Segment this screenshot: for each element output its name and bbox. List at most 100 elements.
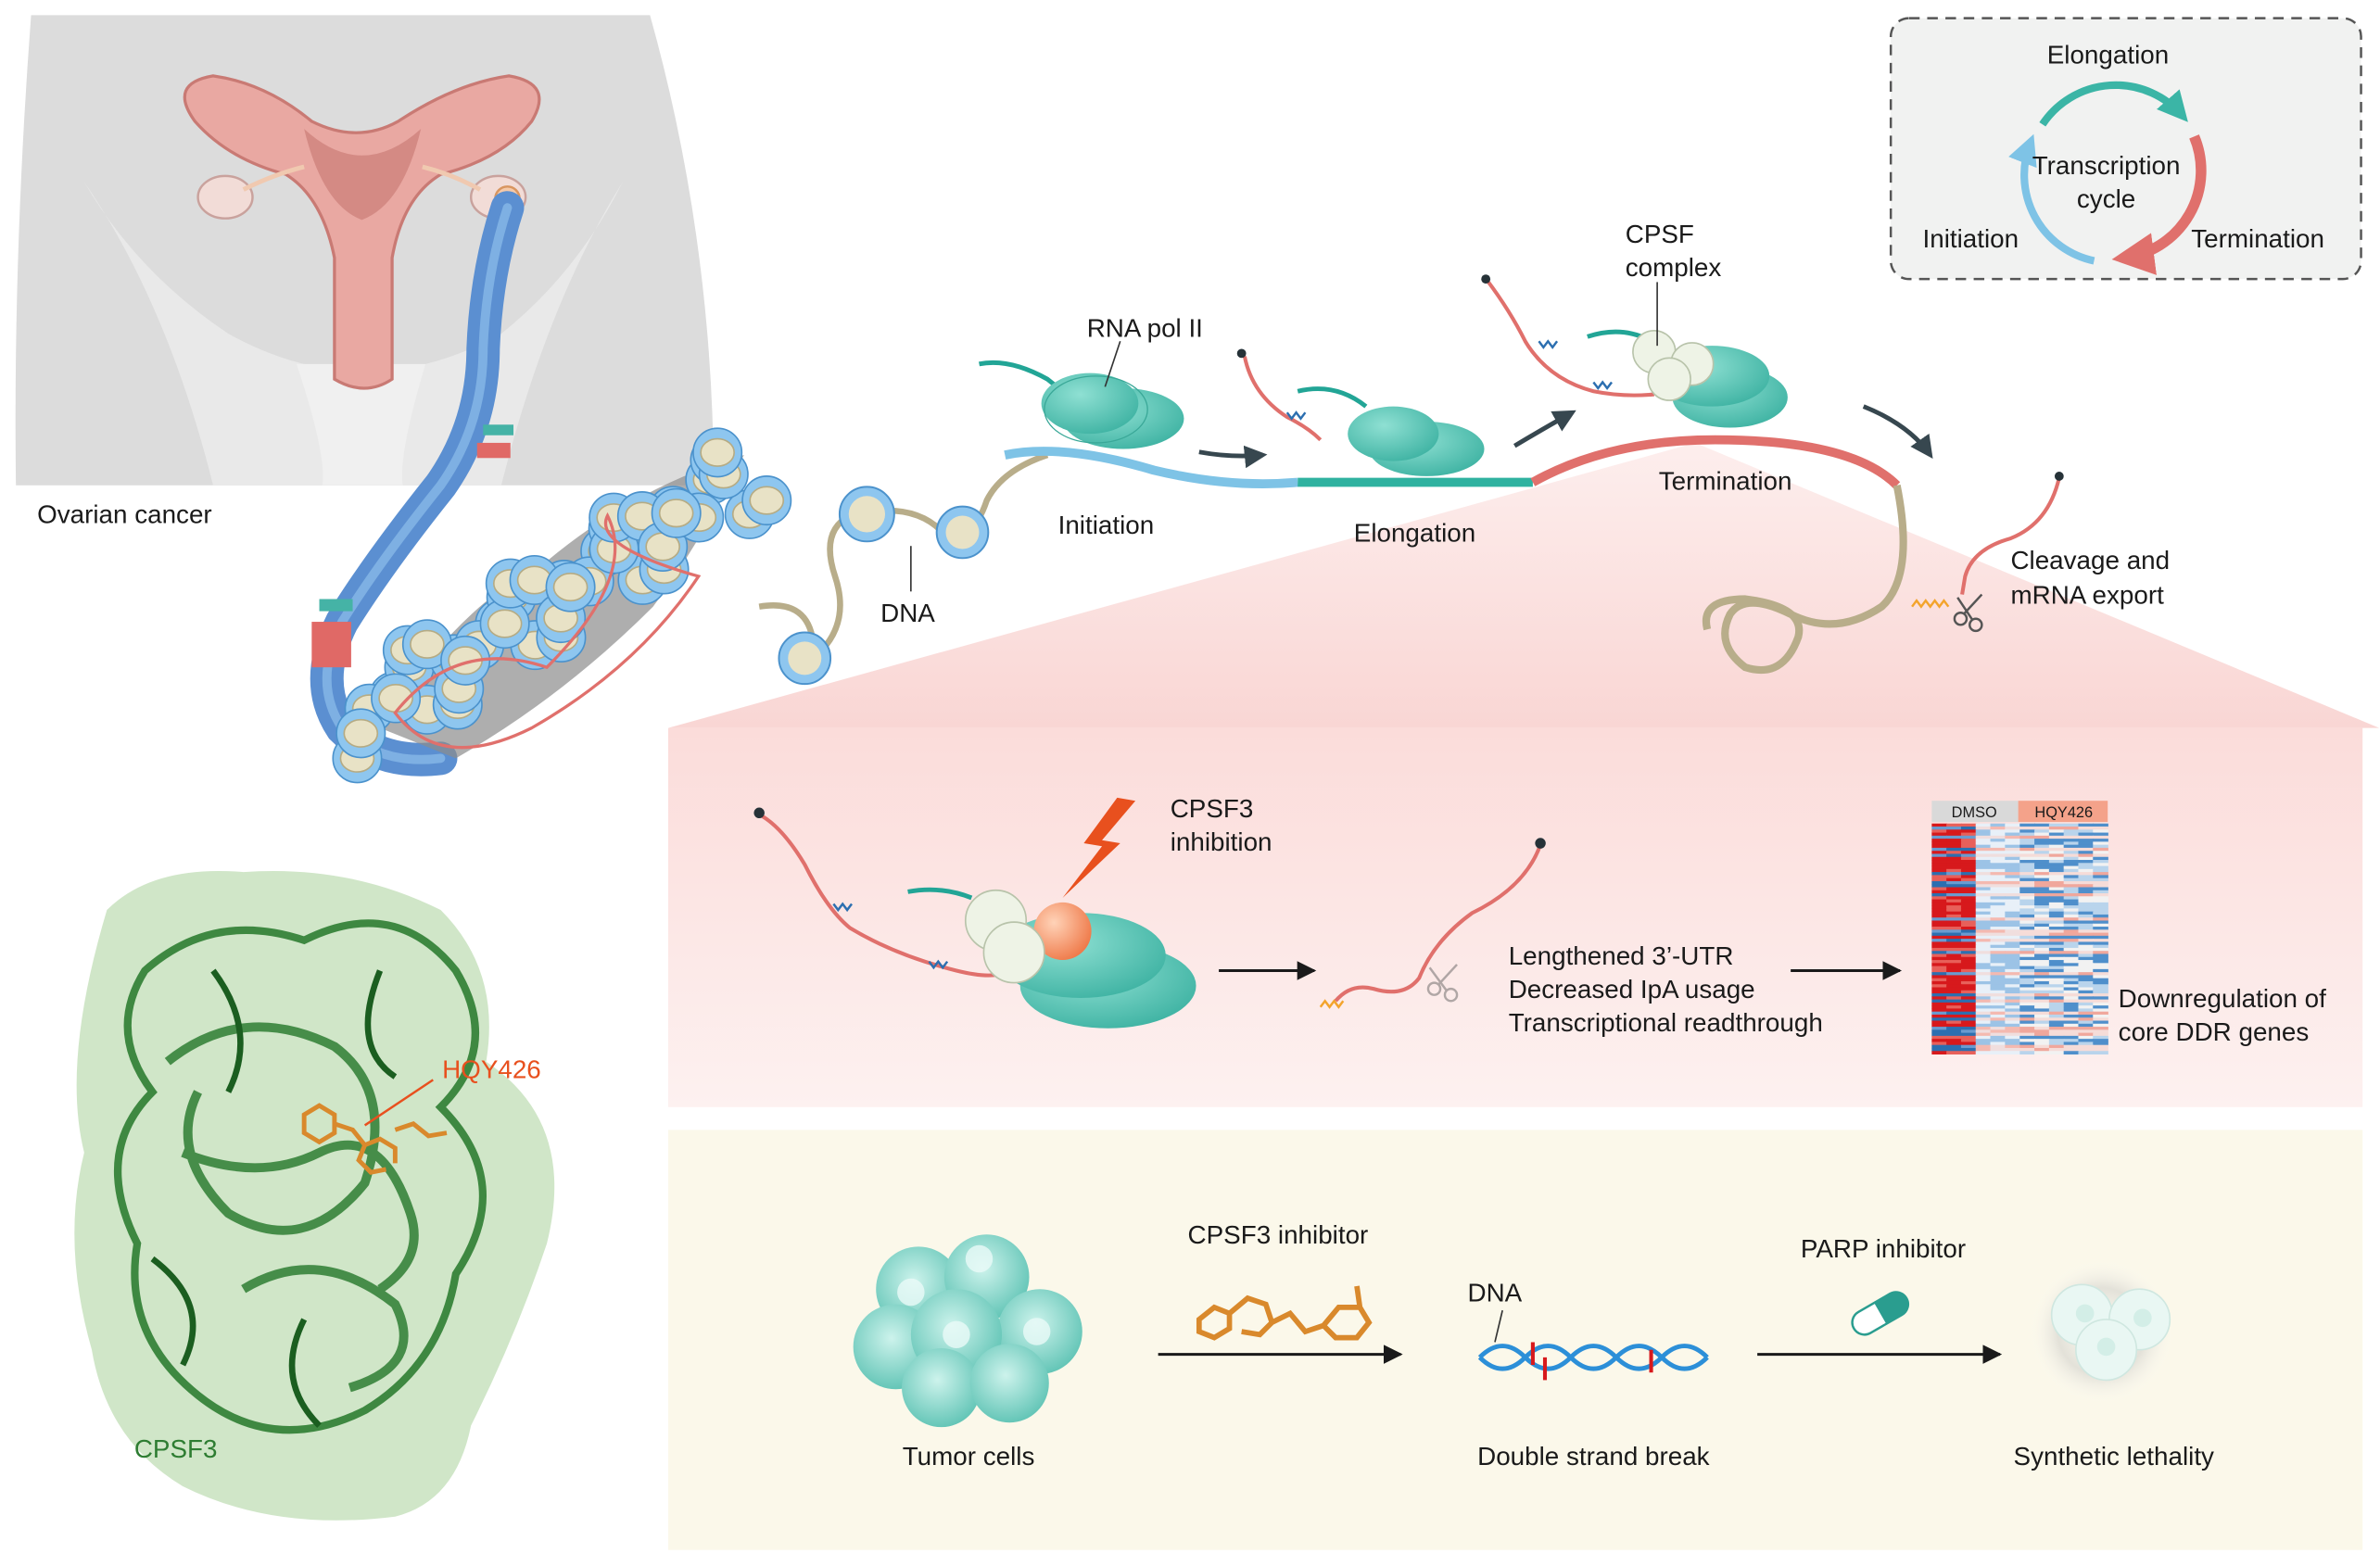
heatmap-cell — [1990, 835, 2007, 840]
heatmap-cell — [1990, 911, 2007, 915]
heatmap-cell — [2019, 1042, 2035, 1046]
heatmap-cell — [2048, 905, 2065, 909]
heatmap-cell — [1990, 902, 2007, 906]
heatmap-cell — [2093, 1002, 2108, 1006]
heatmap-cell — [2093, 978, 2108, 982]
heatmap-cell — [2093, 884, 2108, 888]
heatmap-cell — [1990, 975, 2007, 979]
dna-label-top: DNA — [880, 599, 935, 627]
heatmap-cell — [2034, 941, 2050, 946]
scissors-icon — [1953, 593, 1983, 633]
heatmap-cell — [2063, 1047, 2080, 1052]
heatmap-cell — [1960, 1008, 1977, 1013]
heatmap-cell — [2005, 1044, 2020, 1049]
heatmap-cell — [1946, 872, 1962, 876]
heatmap-cell — [1946, 1027, 1962, 1030]
heatmap-cell — [1960, 987, 1977, 991]
heatmap-cell — [2034, 984, 2050, 988]
heatmap-cell — [2019, 1032, 2035, 1037]
heatmap-cell — [1946, 896, 1962, 901]
heatmap-cell — [2063, 990, 2080, 994]
heatmap-cell — [1975, 939, 1992, 942]
heatmap-cell — [2005, 966, 2020, 970]
heatmap-cell — [2078, 884, 2095, 888]
heatmap-cell — [2048, 896, 2065, 901]
heatmap-cell — [2093, 1017, 2108, 1022]
heatmap-cell — [2005, 1029, 2020, 1034]
heatmap-cell — [2005, 987, 2020, 991]
cycle-initiation-label: Initiation — [1923, 224, 2019, 253]
heatmap-cell — [1931, 863, 1947, 867]
heatmap-cell — [1946, 953, 1962, 958]
heatmap-cell — [2005, 941, 2020, 946]
heatmap-cell — [2063, 917, 2080, 921]
heatmap-cell — [2034, 929, 2050, 934]
heatmap-cell — [1931, 947, 1947, 952]
heatmap-cell — [1931, 1051, 1947, 1055]
heatmap-cell — [2093, 1042, 2108, 1046]
heatmap-cell — [1931, 896, 1947, 901]
heatmap-cell — [1931, 860, 1947, 864]
heatmap-cell — [1990, 829, 2007, 834]
heatmap-cell — [2034, 953, 2050, 958]
heatmap-cell — [2005, 827, 2020, 830]
heatmap-cell — [2063, 923, 2080, 928]
heatmap-cell — [2093, 968, 2108, 973]
heatmap-cell — [2048, 966, 2065, 970]
heatmap-cell — [2093, 984, 2108, 988]
effect-label-1: Lengthened 3’-UTR — [1509, 941, 1734, 970]
heatmap-cell — [2019, 893, 2035, 897]
heatmap-cell — [2078, 827, 2095, 830]
heatmap-cell — [2034, 1027, 2050, 1030]
heatmap-cell — [2034, 878, 2050, 882]
downreg-label-2: core DDR genes — [2119, 1017, 2310, 1046]
heatmap-cell — [2063, 960, 2080, 964]
heatmap-cell — [2034, 963, 2050, 967]
heatmap-cell — [1946, 884, 1962, 888]
heatmap-cell — [2063, 984, 2080, 988]
heatmap-cell — [1931, 999, 1947, 1004]
heatmap-cell — [1990, 899, 2007, 903]
heatmap-cell — [2093, 963, 2108, 967]
heatmap-cell — [1975, 951, 1992, 954]
heatmap-cell — [2034, 932, 2050, 937]
heatmap-cell — [1990, 887, 2007, 891]
heatmap-cell — [1931, 899, 1947, 903]
heatmap-cell — [2048, 917, 2065, 921]
heatmap-cell — [1931, 856, 1947, 861]
heatmap-cell — [2063, 841, 2080, 846]
heatmap-cell — [2048, 1017, 2065, 1022]
heatmap-cell — [1975, 847, 1992, 852]
heatmap-cell — [2034, 827, 2050, 830]
heatmap-cell — [1975, 987, 1992, 991]
heatmap-cell — [1931, 984, 1947, 988]
heatmap-cell — [2078, 865, 2095, 870]
heatmap-cell — [2048, 1002, 2065, 1006]
heatmap-cell — [1990, 1005, 2007, 1009]
heatmap-cell — [1975, 980, 1992, 985]
heatmap-cell — [2093, 902, 2108, 906]
heatmap-cell — [1946, 1044, 1962, 1049]
heatmap-cell — [2063, 878, 2080, 882]
heatmap-cell — [2063, 987, 2080, 991]
heatmap-cell — [1990, 1027, 2007, 1030]
heatmap-cell — [2019, 905, 2035, 909]
heatmap-cell — [1931, 927, 1947, 930]
heatmap-cell — [1960, 1047, 1977, 1052]
heatmap-cell — [1975, 960, 1992, 964]
heatmap-cell — [2048, 960, 2065, 964]
heatmap-cell — [2078, 927, 2095, 930]
heatmap-cell — [2048, 944, 2065, 949]
heatmap-cell — [2034, 902, 2050, 906]
heatmap-cell — [1931, 980, 1947, 985]
heatmap-cell — [2048, 1020, 2065, 1025]
heatmap-cell — [2005, 917, 2020, 921]
cpsf3-inhibitor-label: CPSF3 inhibitor — [1188, 1220, 1369, 1249]
elongation-label: Elongation — [1354, 518, 1475, 547]
heatmap-cell — [1975, 835, 1992, 840]
heatmap-cell — [2063, 999, 2080, 1004]
heatmap-cell — [2048, 990, 2065, 994]
heatmap-cell — [1975, 984, 1992, 988]
heatmap-cell — [1931, 993, 1947, 997]
heatmap-cell — [2063, 972, 2080, 976]
